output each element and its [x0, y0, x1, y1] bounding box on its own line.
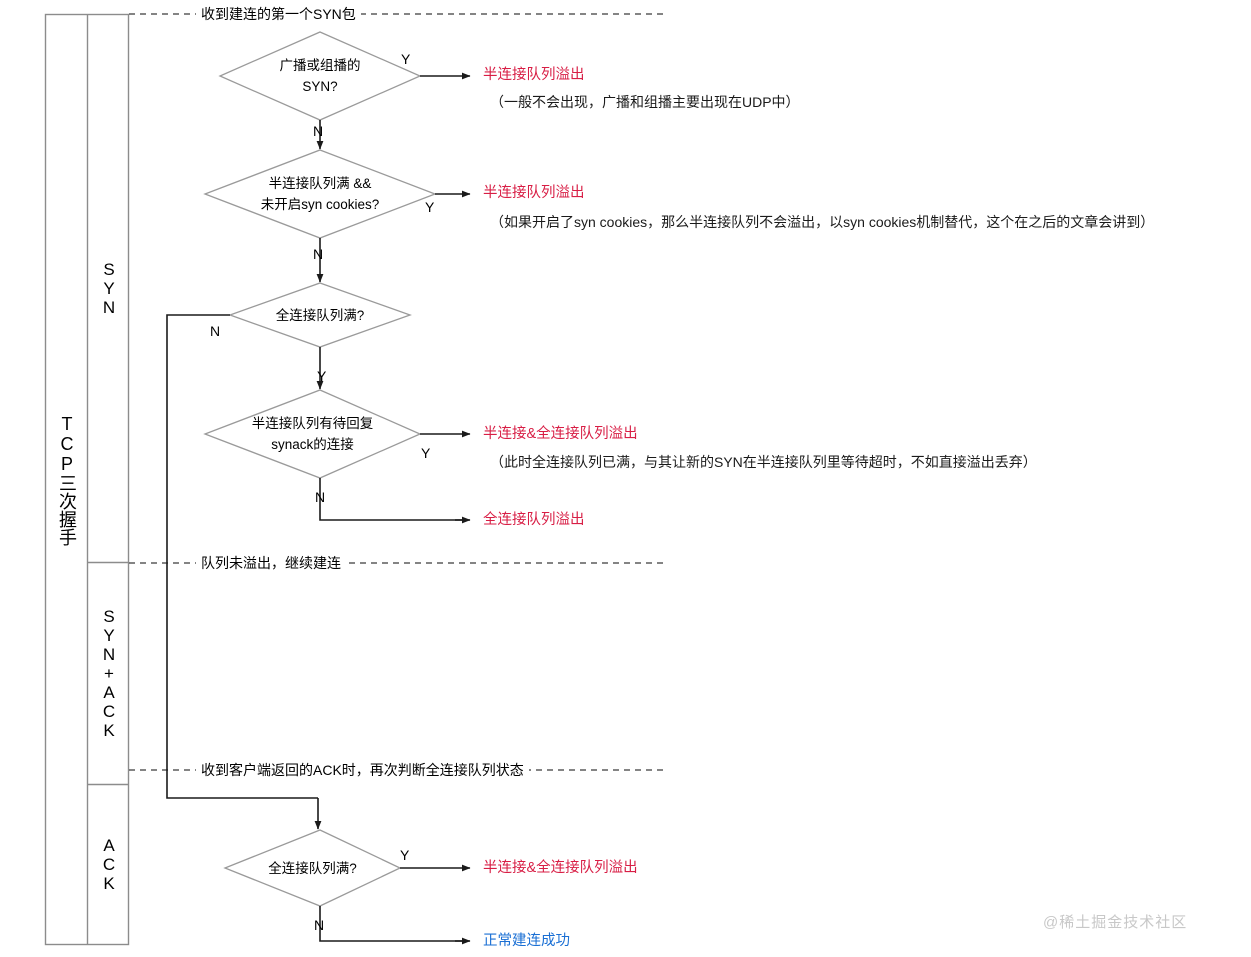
- phase-cell-synack: SYN+ACK: [88, 563, 129, 784]
- phase-label-syn: SYN: [99, 260, 119, 317]
- phase-label-ack: ACK: [99, 836, 119, 893]
- branch-label-d5-no: N: [314, 917, 325, 933]
- edge-d4-no: [319, 478, 466, 521]
- branch-label-d3-no: N: [210, 323, 221, 339]
- branch-label-d3-yes: Y: [317, 368, 327, 384]
- outcome-connection-success: 正常建连成功: [483, 933, 570, 949]
- section-caption-first-syn: 收到建连的第一个SYN包: [196, 5, 361, 23]
- decision-label-d2: 半连接队列满 && 未开启syn cookies?: [260, 176, 380, 212]
- watermark-label: @稀土掘金技术社区: [1043, 914, 1188, 931]
- outcome-note-2: （如果开启了syn cookies，那么半连接队列不会溢出，以syn cooki…: [490, 214, 1155, 230]
- branch-label-d4-yes: Y: [421, 445, 431, 461]
- decision-node-synqueue-full[interactable]: 半连接队列满 && 未开启syn cookies?: [205, 150, 435, 238]
- branch-label-d2-yes: Y: [425, 199, 435, 215]
- branch-label-d2-no: N: [313, 246, 324, 262]
- outcome-syn-queue-overflow-2: 半连接队列溢出: [483, 185, 585, 201]
- phase-title-column: TCP三次握手: [46, 15, 88, 944]
- outcome-both-queues-overflow-1: 半连接&全连接队列溢出: [483, 426, 638, 442]
- outcome-both-queues-overflow-2: 半连接&全连接队列溢出: [483, 860, 638, 876]
- phase-title-label: TCP三次握手: [57, 413, 77, 546]
- decision-label-d3: 全连接队列满?: [275, 307, 365, 323]
- outcome-note-1: （一般不会出现，广播和组播主要出现在UDP中）: [490, 94, 800, 110]
- outcome-syn-queue-overflow-1: 半连接队列溢出: [483, 67, 585, 83]
- decision-node-pending-synack[interactable]: 半连接队列有待回复 synack的连接: [205, 390, 420, 478]
- phase-cell-ack: ACK: [88, 785, 129, 944]
- branch-label-d1-yes: Y: [401, 51, 411, 67]
- outcome-note-3: （此时全连接队列已满，与其让新的SYN在半连接队列里等待超时，不如直接溢出丢弃）: [490, 454, 1037, 470]
- phase-cell-syn: SYN: [88, 15, 129, 562]
- decision-label-d5: 全连接队列满?: [268, 860, 357, 876]
- section-caption-no-overflow: 队列未溢出，继续建连: [196, 554, 346, 572]
- edge-d5-no: [319, 906, 466, 942]
- outcome-accept-queue-overflow: 全连接队列溢出: [483, 512, 585, 528]
- section-caption-client-ack: 收到客户端返回的ACK时，再次判断全连接队列状态: [196, 761, 529, 779]
- branch-label-d4-no: N: [315, 489, 326, 505]
- decision-label-d1: 广播或组播的 SYN?: [279, 58, 361, 94]
- decision-label-d4: 半连接队列有待回复 synack的连接: [251, 416, 374, 452]
- decision-node-acceptqueue-full-syn[interactable]: 全连接队列满?: [230, 283, 410, 347]
- phase-label-synack: SYN+ACK: [99, 607, 119, 740]
- branch-label-d5-yes: Y: [400, 847, 410, 863]
- decision-node-acceptqueue-full-ack[interactable]: 全连接队列满?: [225, 830, 400, 906]
- branch-label-d1-no: N: [313, 123, 324, 139]
- decision-node-broadcast-syn[interactable]: 广播或组播的 SYN?: [220, 32, 420, 120]
